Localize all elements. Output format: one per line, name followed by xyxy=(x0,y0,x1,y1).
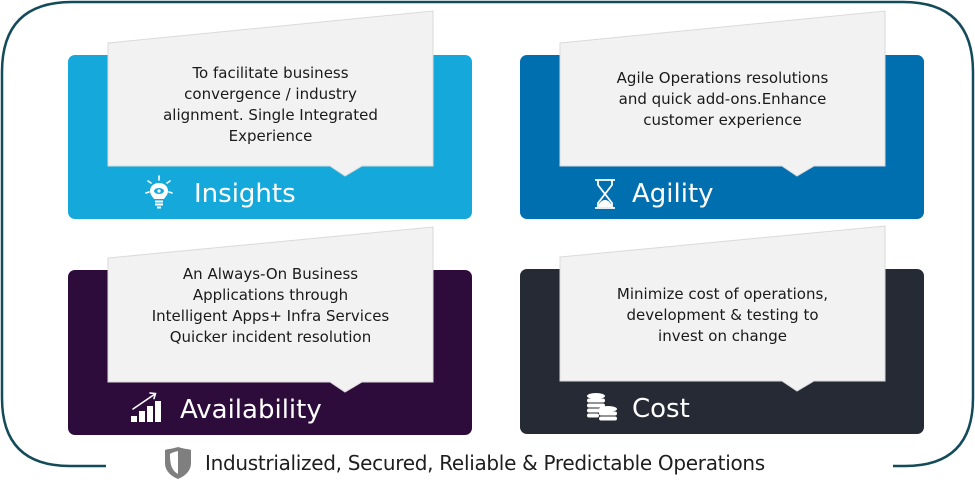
callout-text-insights: To facilitate business convergence / ind… xyxy=(108,63,433,147)
callout-text-availability: An Always-On Business Applications throu… xyxy=(108,264,433,348)
card-title-availability: Availability xyxy=(180,395,322,425)
insights-callout: To facilitate business convergence / ind… xyxy=(107,10,434,177)
description-line: Quicker incident resolution xyxy=(169,328,372,346)
callout-text-cost: Minimize cost of operations, development… xyxy=(560,284,885,347)
description-line: To facilitate business xyxy=(192,64,349,82)
cost-callout: Minimize cost of operations, development… xyxy=(559,225,886,392)
card-title-cost: Cost xyxy=(632,394,690,424)
callout-shape xyxy=(559,225,886,392)
description-line: Intelligent Apps+ Infra Services xyxy=(151,307,390,325)
agility-callout: Agile Operations resolutions and quick a… xyxy=(559,10,886,177)
description-line: customer experience xyxy=(643,111,802,129)
description-line: invest on change xyxy=(658,327,787,345)
callout-shape xyxy=(559,10,886,177)
availability-callout: An Always-On Business Applications throu… xyxy=(107,226,434,393)
description-line: alignment. Single Integrated xyxy=(163,106,378,124)
callout-text-agility: Agile Operations resolutions and quick a… xyxy=(560,68,885,131)
description-line: Agile Operations resolutions xyxy=(616,69,829,87)
callout-shape xyxy=(107,10,434,177)
description-line: Experience xyxy=(228,127,313,145)
footer-tagline: Industrialized, Secured, Reliable & Pred… xyxy=(163,446,765,480)
description-line: Applications through xyxy=(192,286,349,304)
description-line: convergence / industry xyxy=(184,85,357,103)
description-line: development & testing to xyxy=(626,306,819,324)
description-line: and quick add-ons.Enhance xyxy=(618,90,827,108)
shield-icon xyxy=(165,447,191,479)
card-title-insights: Insights xyxy=(194,179,296,209)
footer-text: Industrialized, Secured, Reliable & Pred… xyxy=(205,451,765,475)
growth-chart-icon xyxy=(131,392,161,422)
lightbulb-eye-icon xyxy=(145,175,173,209)
coin-stack-icon xyxy=(587,393,617,421)
callout-shape xyxy=(107,226,434,393)
description-line: Minimize cost of operations, xyxy=(616,285,829,303)
hourglass-icon xyxy=(595,179,615,209)
description-line: An Always-On Business xyxy=(182,265,359,283)
card-title-agility: Agility xyxy=(632,179,714,209)
